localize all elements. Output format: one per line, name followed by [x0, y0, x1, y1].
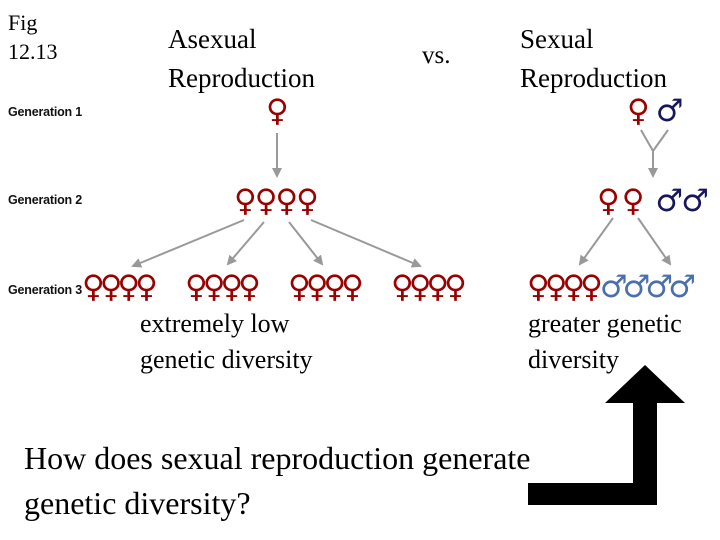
asexual-gen2-female-symbols: ♀♀♀♀ [234, 183, 319, 219]
sexual-gen3-offspring: ♀♀♀♀ ♂♂♂♂ [527, 269, 696, 305]
asexual-gen3-group-1: ♀♀♀♀ [82, 269, 158, 305]
sexual-caption-line1: greater genetic [528, 309, 682, 338]
asexual-fan-arrow-4 [310, 219, 422, 268]
vs-label: vs. [422, 42, 451, 69]
figure-label: Fig 12.13 [8, 8, 58, 66]
sexual-gen1-parents: ♀ ♂ [627, 96, 684, 127]
sexual-outcome-caption: greater genetic diversity [528, 306, 682, 378]
asexual-title-line2: Reproduction [168, 63, 315, 93]
sexual-caption-line2: diversity [528, 345, 619, 374]
sexual-fan-arrow-2 [637, 217, 672, 266]
sexual-gen2-male-symbols: ♂♂ [655, 183, 709, 219]
asexual-caption-line2: genetic diversity [140, 345, 313, 374]
sexual-reproduction-title: Sexual Reproduction [520, 20, 667, 98]
discussion-question: How does sexual reproduction generate ge… [24, 436, 530, 526]
sexual-gen2-offspring: ♀♀ ♂♂ [597, 183, 709, 219]
figure-label-line1: Fig [8, 10, 38, 35]
sexual-gen3-male-symbols: ♂♂♂♂ [599, 269, 696, 305]
asexual-fan-arrow-3 [288, 221, 324, 266]
question-line2: genetic diversity? [24, 485, 251, 521]
generation-2-label: Generation 2 [8, 193, 83, 207]
sexual-title-line1: Sexual [520, 24, 594, 54]
asexual-title-line1: Asexual [168, 24, 257, 54]
figure-label-line2: 12.13 [8, 39, 58, 64]
question-line1: How does sexual reproduction generate [24, 440, 531, 476]
sexual-parents-merge-connector [640, 129, 669, 152]
asexual-caption-line1: extremely low [140, 309, 290, 338]
sexual-gen1-female-symbol: ♀ [627, 93, 650, 129]
asexual-reproduction-title: Asexual Reproduction [168, 20, 315, 98]
sexual-title-line2: Reproduction [520, 63, 667, 93]
asexual-fan-arrow-2 [226, 221, 265, 266]
generation-3-label: Generation 3 [8, 283, 83, 297]
sexual-fan-arrow-1 [578, 217, 614, 266]
sexual-gen1-male-symbol: ♂ [655, 93, 684, 129]
asexual-gen3-group-4: ♀♀♀♀ [391, 269, 467, 305]
asexual-outcome-caption: extremely low genetic diversity [140, 306, 313, 378]
asexual-gen1-female-symbol: ♀ [266, 93, 289, 129]
asexual-gen3-group-3: ♀♀♀♀ [288, 269, 364, 305]
sexual-gen3-female-symbols: ♀♀♀♀ [527, 269, 603, 305]
generation-1-label: Generation 1 [8, 105, 83, 119]
asexual-fan-arrow-1 [131, 219, 245, 268]
asexual-gen3-group-2: ♀♀♀♀ [185, 269, 261, 305]
black-up-bent-arrow [528, 365, 685, 505]
sexual-gen2-female-symbols: ♀♀ [597, 183, 647, 219]
